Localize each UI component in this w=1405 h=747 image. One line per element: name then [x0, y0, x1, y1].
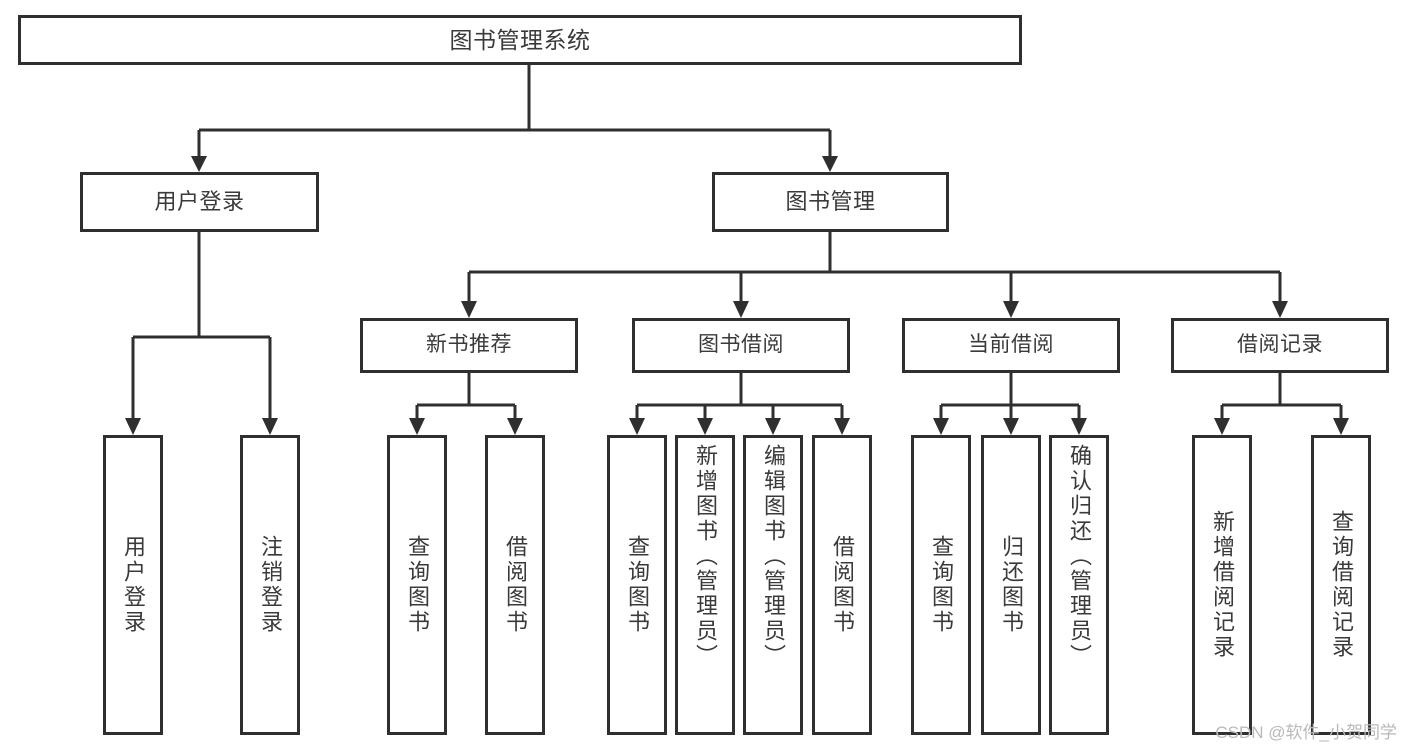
arrow-leaf-12 [1214, 418, 1230, 435]
leaf-query-book-recommend-label: 查询图书 [405, 535, 430, 635]
node-current-borrow[interactable]: 当前借阅 [902, 318, 1120, 373]
node-new-book-recommend[interactable]: 新书推荐 [360, 318, 578, 373]
node-book-management[interactable]: 图书管理 [712, 172, 949, 232]
leaf-user-login[interactable]: 用户登录 [103, 435, 163, 735]
node-book-borrow[interactable]: 图书借阅 [632, 318, 850, 373]
arrow-leaf-11 [1071, 418, 1087, 435]
watermark: CSDN @软件_小贺同学 [1215, 723, 1397, 742]
arrow-leaf-6 [697, 418, 713, 435]
arrow-leaf-5 [629, 418, 645, 435]
leaf-query-book-recommend[interactable]: 查询图书 [387, 435, 447, 735]
leaf-query-book-current[interactable]: 查询图书 [911, 435, 971, 735]
arrow-leaf-3 [409, 418, 425, 435]
leaf-add-book-admin[interactable]: 新增图书（管理员） [675, 435, 735, 735]
leaf-add-book-admin-label: 新增图书（管理员） [693, 444, 718, 669]
leaf-borrow-book-recommend[interactable]: 借阅图书 [485, 435, 545, 735]
leaf-query-borrow-record[interactable]: 查询借阅记录 [1311, 435, 1371, 735]
leaf-query-book-borrow-label: 查询图书 [625, 535, 650, 635]
leaf-return-book-label: 归还图书 [999, 535, 1024, 635]
arrow-leaf-9 [933, 418, 949, 435]
arrow-leaf-2 [262, 418, 278, 435]
leaf-query-book-current-label: 查询图书 [929, 535, 954, 635]
leaf-confirm-return-admin-label: 确认归还（管理员） [1067, 444, 1092, 669]
node-root-label: 图书管理系统 [449, 26, 591, 53]
leaf-confirm-return-admin[interactable]: 确认归还（管理员） [1049, 435, 1109, 735]
arrow-leaf-10 [1003, 418, 1019, 435]
leaf-borrow-book-borrow-label: 借阅图书 [830, 535, 855, 635]
leaf-query-borrow-record-label: 查询借阅记录 [1329, 510, 1354, 660]
arrow-to-record [1272, 301, 1288, 318]
arrow-to-borrow [733, 301, 749, 318]
arrow-leaf-8 [834, 418, 850, 435]
arrow-leaf-1 [125, 418, 141, 435]
leaf-borrow-book-recommend-label: 借阅图书 [503, 535, 528, 635]
leaf-borrow-book-borrow[interactable]: 借阅图书 [812, 435, 872, 735]
node-root[interactable]: 图书管理系统 [18, 15, 1022, 65]
leaf-logout-label: 注销登录 [258, 535, 283, 635]
leaf-return-book[interactable]: 归还图书 [981, 435, 1041, 735]
node-borrow-record-label: 借阅记录 [1237, 333, 1323, 357]
leaf-edit-book-admin-label: 编辑图书（管理员） [761, 444, 786, 669]
arrow-leaf-13 [1333, 418, 1349, 435]
leaf-add-borrow-record-label: 新增借阅记录 [1210, 510, 1235, 660]
leaf-add-borrow-record[interactable]: 新增借阅记录 [1192, 435, 1252, 735]
arrow-to-current [1003, 301, 1019, 318]
arrow-to-book-mgmt [822, 156, 838, 172]
arrow-leaf-7 [765, 418, 781, 435]
leaf-query-book-borrow[interactable]: 查询图书 [607, 435, 667, 735]
arrow-to-user-login [191, 156, 207, 172]
leaf-user-login-label: 用户登录 [121, 535, 146, 635]
node-borrow-record[interactable]: 借阅记录 [1171, 318, 1389, 373]
node-book-borrow-label: 图书借阅 [698, 333, 784, 357]
leaf-logout[interactable]: 注销登录 [240, 435, 300, 735]
arrow-to-new-book [461, 301, 477, 318]
leaf-edit-book-admin[interactable]: 编辑图书（管理员） [743, 435, 803, 735]
node-book-management-label: 图书管理 [785, 189, 876, 215]
node-new-book-recommend-label: 新书推荐 [426, 333, 512, 357]
arrow-leaf-4 [507, 418, 523, 435]
node-user-login[interactable]: 用户登录 [80, 172, 319, 232]
node-current-borrow-label: 当前借阅 [968, 333, 1054, 357]
node-user-login-label: 用户登录 [154, 189, 245, 215]
